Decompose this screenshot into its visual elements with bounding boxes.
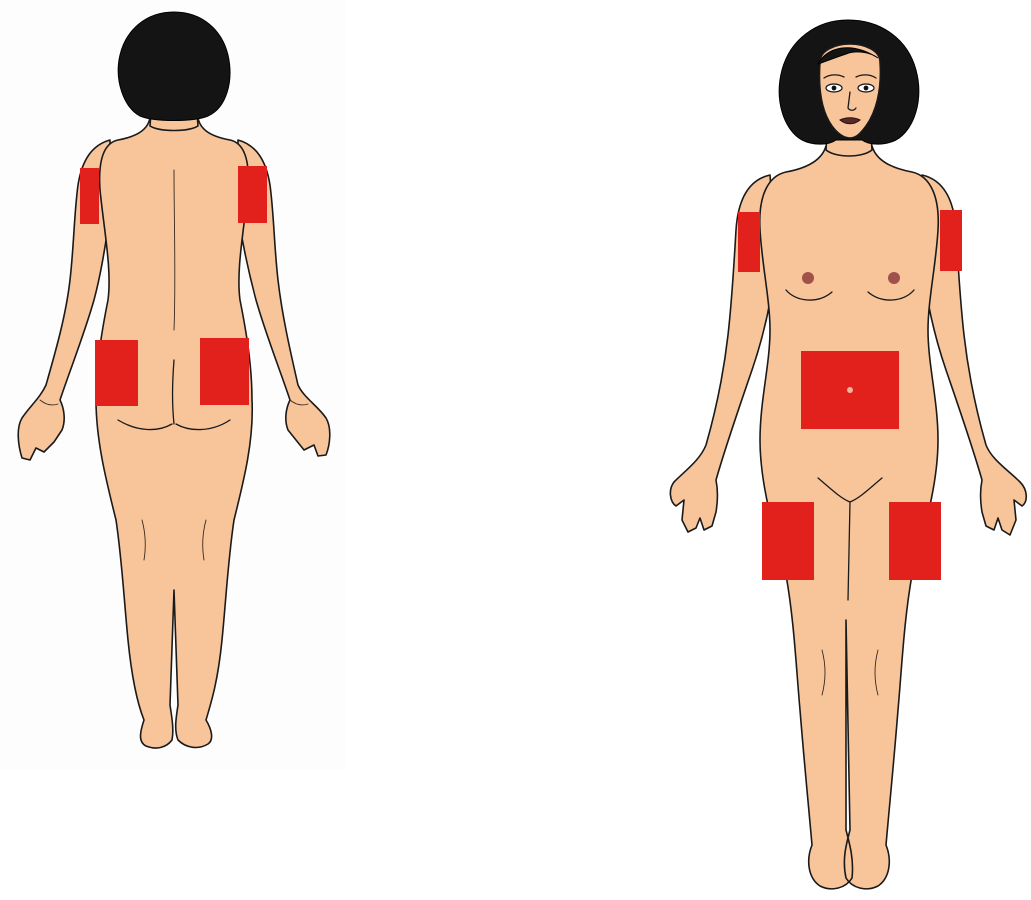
back-zone-right-buttock xyxy=(200,338,249,405)
right-nipple xyxy=(888,272,900,284)
back-figure xyxy=(18,12,330,748)
front-zone-left-upper-arm xyxy=(738,212,760,272)
front-zone-left-thigh xyxy=(762,502,814,580)
front-zone-right-thigh xyxy=(889,502,941,580)
left-pupil xyxy=(832,86,837,91)
navel xyxy=(847,387,853,393)
left-nipple xyxy=(802,272,814,284)
back-zone-right-upper-arm xyxy=(238,166,267,223)
back-zone-left-buttock xyxy=(95,340,138,406)
front-zone-right-upper-arm xyxy=(940,210,962,271)
back-zone-left-upper-arm xyxy=(80,168,99,224)
back-hair xyxy=(118,12,230,121)
right-pupil xyxy=(864,86,869,91)
front-figure xyxy=(670,20,1026,889)
